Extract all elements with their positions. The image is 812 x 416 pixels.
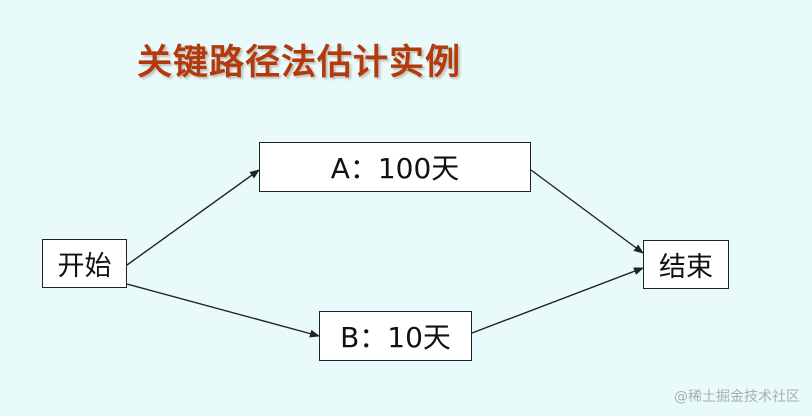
node-task-b: B：10天 — [319, 311, 472, 361]
arrow-b-to-end — [471, 267, 644, 334]
node-end: 结束 — [643, 240, 729, 289]
arrow-a-to-end — [530, 169, 644, 254]
node-start: 开始 — [42, 239, 127, 288]
arrow-start-to-a — [126, 169, 260, 266]
slide-title: 关键路径法估计实例 — [137, 43, 462, 83]
arrow-start-to-b — [126, 283, 320, 338]
watermark: @稀土掘金技术社区 — [674, 389, 800, 405]
node-task-a: A：100天 — [259, 142, 531, 192]
